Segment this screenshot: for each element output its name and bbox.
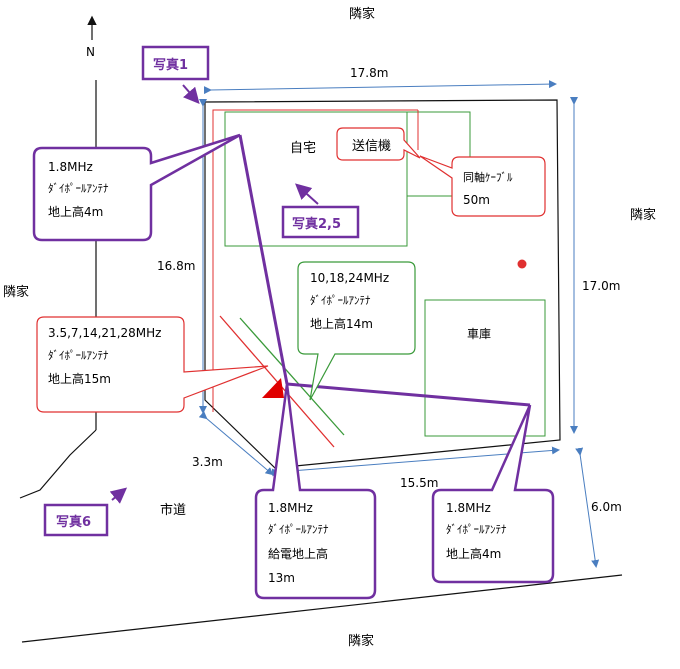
- ant-1-8-north-callout: [32, 133, 241, 242]
- ant-1-8-north-line1: 1.8MHz: [48, 160, 93, 174]
- photo6-box: [43, 503, 109, 537]
- ant-1-8-feed-callout: [254, 383, 377, 600]
- photo25-label: 写真2,5: [292, 216, 341, 232]
- ant-1-8-feed-line3: 給電地上高: [268, 546, 328, 561]
- neighbor-top-label: 隣家: [349, 6, 375, 22]
- dim-gap-label: 6.0m: [591, 500, 622, 514]
- photo1-arrow-icon: [182, 84, 200, 105]
- dim-bottom-left-line: [198, 411, 274, 476]
- photo25-arrow-icon: [295, 183, 319, 205]
- road-label: 市道: [160, 502, 186, 518]
- ant-10-18-24-line1: 10,18,24MHz: [310, 271, 389, 285]
- dim-right-label: 17.0m: [582, 279, 620, 293]
- house-annex-outline: [407, 111, 471, 197]
- ant-10-18-24-line2: ﾀﾞｲﾎﾟｰﾙｱﾝﾃﾅ: [310, 294, 371, 307]
- ant-multi-low-line3: 地上高15m: [48, 371, 111, 386]
- antenna-10-18-24-wire: [239, 317, 345, 436]
- antenna-1-8-north-leg: [238, 134, 289, 385]
- ant-1-8-feed-line2: ﾀﾞｲﾎﾟｰﾙｱﾝﾃﾅ: [268, 523, 329, 536]
- ant-10-18-24-line3: 地上高14m: [310, 316, 373, 331]
- dim-gap-line: [575, 447, 600, 568]
- coax-line1: 同軸ｹｰﾌﾞﾙ: [463, 170, 513, 184]
- ant-10-18-24-callout: [297, 261, 416, 401]
- transmitter-label: 送信機: [352, 139, 391, 154]
- neighbor-right-label: 隣家: [630, 207, 656, 223]
- photo1-box: [141, 45, 210, 81]
- ant-1-8-east-callout: [431, 404, 555, 584]
- ant-1-8-north-line2: ﾀﾞｲﾎﾟｰﾙｱﾝﾃﾅ: [48, 182, 109, 195]
- neighbor-bottom-label: 隣家: [348, 633, 374, 649]
- ant-1-8-north-line3: 地上高4m: [48, 204, 103, 219]
- photo6-arrow-icon: [109, 487, 128, 504]
- ant-multi-low-line2: ﾀﾞｲﾎﾟｰﾙｱﾝﾃﾅ: [48, 349, 109, 362]
- garage-outline: [424, 299, 546, 437]
- dim-bottom-right-label: 15.5m: [400, 476, 438, 490]
- transmitter-callout: [336, 127, 421, 161]
- north-label: N: [86, 45, 95, 59]
- red-boundary-line: [212, 109, 418, 412]
- photo1-label: 写真1: [153, 57, 188, 73]
- feed-point-icon: [262, 378, 284, 398]
- house-outline: [224, 111, 408, 247]
- ant-multi-low-line1: 3.5,7,14,21,28MHz: [48, 326, 161, 340]
- coax-callout: [419, 155, 546, 217]
- road-bottom-edge: [21, 574, 623, 643]
- photo25-box: [281, 205, 360, 239]
- road-corner-line: [19, 429, 97, 499]
- ant-1-8-east-line2: ﾀﾞｲﾎﾟｰﾙｱﾝﾃﾅ: [446, 523, 507, 536]
- garage-label: 車庫: [467, 327, 491, 341]
- red-marker-dot: [517, 259, 527, 269]
- ant-1-8-feed-line1: 1.8MHz: [268, 501, 313, 515]
- coax-line2: 50m: [463, 193, 490, 207]
- ant-1-8-east-line3: 地上高4m: [446, 546, 501, 561]
- ant-multi-low-callout: [36, 316, 269, 413]
- dim-top-label: 17.8m: [350, 66, 388, 80]
- antenna-1-8-east-leg: [286, 382, 531, 407]
- dim-top-line: [203, 80, 557, 95]
- neighbor-left-label: 隣家: [3, 284, 29, 300]
- dim-bottom-left-label: 3.3m: [192, 455, 223, 469]
- dim-left-label: 16.8m: [157, 259, 195, 273]
- ant-1-8-feed-line4: 13m: [268, 571, 295, 585]
- house-label: 自宅: [290, 141, 316, 156]
- antenna-multi-low-wire: [219, 315, 335, 448]
- ant-1-8-east-line1: 1.8MHz: [446, 501, 491, 515]
- photo6-label: 写真6: [56, 514, 91, 530]
